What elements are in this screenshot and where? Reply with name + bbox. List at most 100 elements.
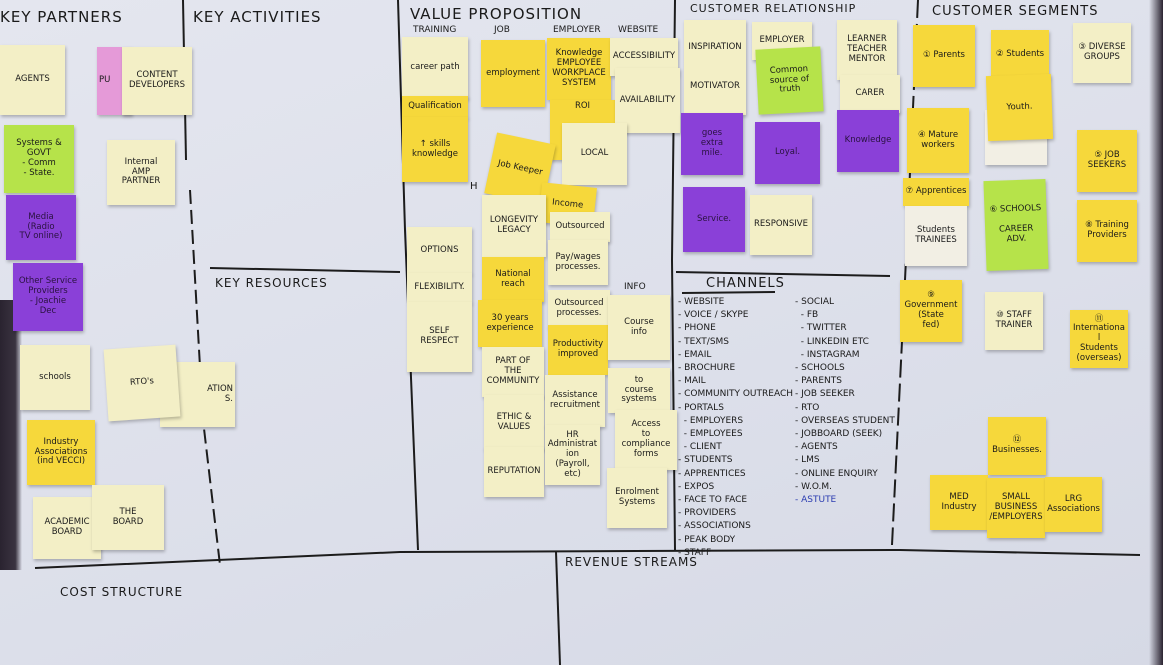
- sticky-note-text: PU: [99, 75, 111, 86]
- sticky-note-text: ② Students: [995, 49, 1045, 60]
- sticky-note: 30 years experience: [478, 300, 542, 347]
- sticky-note-text: ATION S.: [207, 383, 233, 404]
- heading-value-proposition: Value Proposition: [410, 5, 583, 23]
- column-label-info: Info: [624, 282, 646, 292]
- sticky-note-text: INSPIRATION MOTIVATOR: [688, 42, 742, 92]
- sticky-note-text: ⑫ Businesses.: [992, 435, 1042, 455]
- channel-item: - RTO: [795, 402, 820, 413]
- sticky-note: ② Students: [991, 30, 1049, 80]
- sticky-note: Outsourced: [550, 212, 610, 242]
- sticky-note-text: HR Administration (Payroll, etc): [547, 429, 598, 479]
- sticky-note-text: Productivity improved: [552, 339, 604, 359]
- sticky-note: SELF RESPECT: [407, 302, 472, 372]
- channel-item: - Expos: [678, 481, 715, 492]
- sticky-note: REPUTATION: [484, 447, 544, 497]
- sticky-note: ⑦ Apprentices: [903, 178, 969, 206]
- sticky-note: ETHIC & VALUES: [484, 395, 544, 450]
- sticky-note-text: Other Service Providers - Joachie Dec: [18, 276, 78, 316]
- sticky-note-text: ACADEMIC BOARD: [44, 517, 90, 537]
- channel-item: - Client: [678, 442, 722, 453]
- channel-item: - Overseas student: [795, 415, 895, 426]
- sticky-note-text: Job Keeper: [496, 158, 544, 178]
- sticky-note: LEARNER TEACHER MENTOR: [837, 20, 897, 80]
- board-frame-right: [1149, 0, 1163, 665]
- channel-item: - Community outreach: [678, 389, 793, 400]
- heading-revenue-streams: Revenue Streams: [565, 555, 698, 569]
- sticky-note-text: ACCESSIBILITY: [612, 51, 676, 62]
- sticky-note: INSPIRATION MOTIVATOR: [684, 20, 746, 115]
- column-label-h: H: [470, 181, 478, 192]
- channel-item: - W.O.M.: [795, 481, 833, 492]
- sticky-note: Other Service Providers - Joachie Dec: [13, 263, 83, 331]
- sticky-note: ACADEMIC BOARD: [33, 497, 101, 559]
- sticky-note-text: Access to compliance forms: [621, 419, 671, 459]
- sticky-note-text: to course systems: [621, 374, 657, 405]
- channel-item: - LinkedIn etc: [795, 336, 869, 347]
- channel-item: - Apprentices: [678, 468, 746, 479]
- sticky-note: RESPONSIVE: [750, 195, 812, 255]
- sticky-note: ⑫ Businesses.: [988, 417, 1046, 475]
- sticky-note-text: RTO's: [129, 376, 155, 388]
- channel-item: - Brochure: [678, 363, 736, 374]
- sticky-note-text: ⑤ JOB SEEKERS: [1087, 150, 1127, 170]
- channel-item: - Jobboard (seek): [795, 429, 883, 440]
- sticky-note: CARER: [840, 75, 900, 113]
- sticky-note-text: Outsourced processes.: [554, 298, 604, 318]
- channel-item: - Twitter: [795, 323, 847, 334]
- sticky-note-text: RESPONSIVE: [754, 219, 808, 230]
- sticky-note: CONTENT DEVELOPERS: [122, 47, 192, 115]
- sticky-note: Service.: [683, 187, 745, 252]
- sticky-note: Loyal.: [755, 122, 820, 184]
- sticky-note: Enrolment Systems: [607, 468, 667, 528]
- sticky-note-text: CONTENT DEVELOPERS: [128, 70, 186, 90]
- channel-item: - Employers: [678, 415, 744, 426]
- sticky-note-text: SELF RESPECT: [420, 326, 459, 346]
- sticky-note-text: Income: [551, 197, 584, 211]
- sticky-note: ③ DIVERSE GROUPS: [1073, 23, 1131, 83]
- sticky-note: Students TRAINEES: [905, 206, 967, 266]
- sticky-note: Knowledge EMPLOYEE WORKPLACE SYSTEM: [547, 38, 611, 100]
- channel-item: - Associations: [678, 521, 751, 532]
- heading-key-resources: Key Resources: [215, 276, 328, 290]
- sticky-note: National reach: [482, 257, 544, 302]
- sticky-note: Internal AMP PARTNER: [107, 140, 175, 205]
- sticky-note-text: ④ Mature workers: [917, 129, 959, 150]
- sticky-note-text: employment: [486, 67, 540, 78]
- sticky-note-text: Youth.: [1006, 101, 1033, 113]
- sticky-note: ↑ skills knowledge: [402, 117, 468, 182]
- sticky-note: ④ Mature workers: [907, 108, 969, 173]
- channel-item: - Peak body: [678, 534, 736, 545]
- sticky-note: HR Administration (Payroll, etc): [545, 425, 600, 485]
- sticky-note-text: AVAILABILITY: [619, 94, 676, 105]
- sticky-note-text: Qualification: [408, 101, 462, 112]
- sticky-note: Assistance recruitment: [545, 375, 605, 427]
- sticky-note-text: Industry Associations (ind VECCI): [34, 436, 88, 467]
- channel-item: - Email: [678, 349, 712, 360]
- sticky-note: Qualification: [402, 96, 468, 118]
- channel-item: - Instagram: [795, 349, 860, 360]
- channel-item: - Employees: [678, 429, 743, 440]
- sticky-note: Course info: [608, 295, 670, 360]
- sticky-note-text: ⑪ International Students (overseas): [1073, 313, 1125, 363]
- channel-item: - Social: [795, 297, 835, 307]
- sticky-note: ⑥ SCHOOLS CAREER ADV.: [983, 178, 1049, 272]
- sticky-note: LOCAL: [562, 123, 627, 185]
- sticky-note: career path: [402, 37, 468, 99]
- channels-list-left: - Website- Voice / Skype- Phone- Text/SM…: [678, 296, 793, 560]
- sticky-note: goes extra mile.: [681, 113, 743, 175]
- sticky-note: LONGEVITY LEGACY: [482, 195, 546, 257]
- sticky-note-text: CARER: [855, 88, 885, 99]
- sticky-note: Common source of truth: [755, 46, 824, 115]
- channel-item: - Astute: [795, 495, 837, 506]
- sticky-note: THE BOARD: [92, 485, 164, 550]
- sticky-note: ⑧ Training Providers: [1077, 200, 1137, 262]
- channel-item: - Staff: [678, 547, 712, 558]
- sticky-note-text: career path: [410, 62, 460, 73]
- sticky-note-text: OPTIONS: [420, 244, 459, 255]
- board-frame-left: [0, 300, 22, 570]
- sticky-note-text: LOCAL: [580, 148, 609, 159]
- sticky-note-text: Pay/wages processes.: [555, 251, 601, 272]
- sticky-note-text: Systems & GOVT - Comm - State.: [16, 138, 62, 178]
- sticky-note: Systems & GOVT - Comm - State.: [4, 125, 74, 193]
- channel-item: - Phone: [678, 323, 716, 334]
